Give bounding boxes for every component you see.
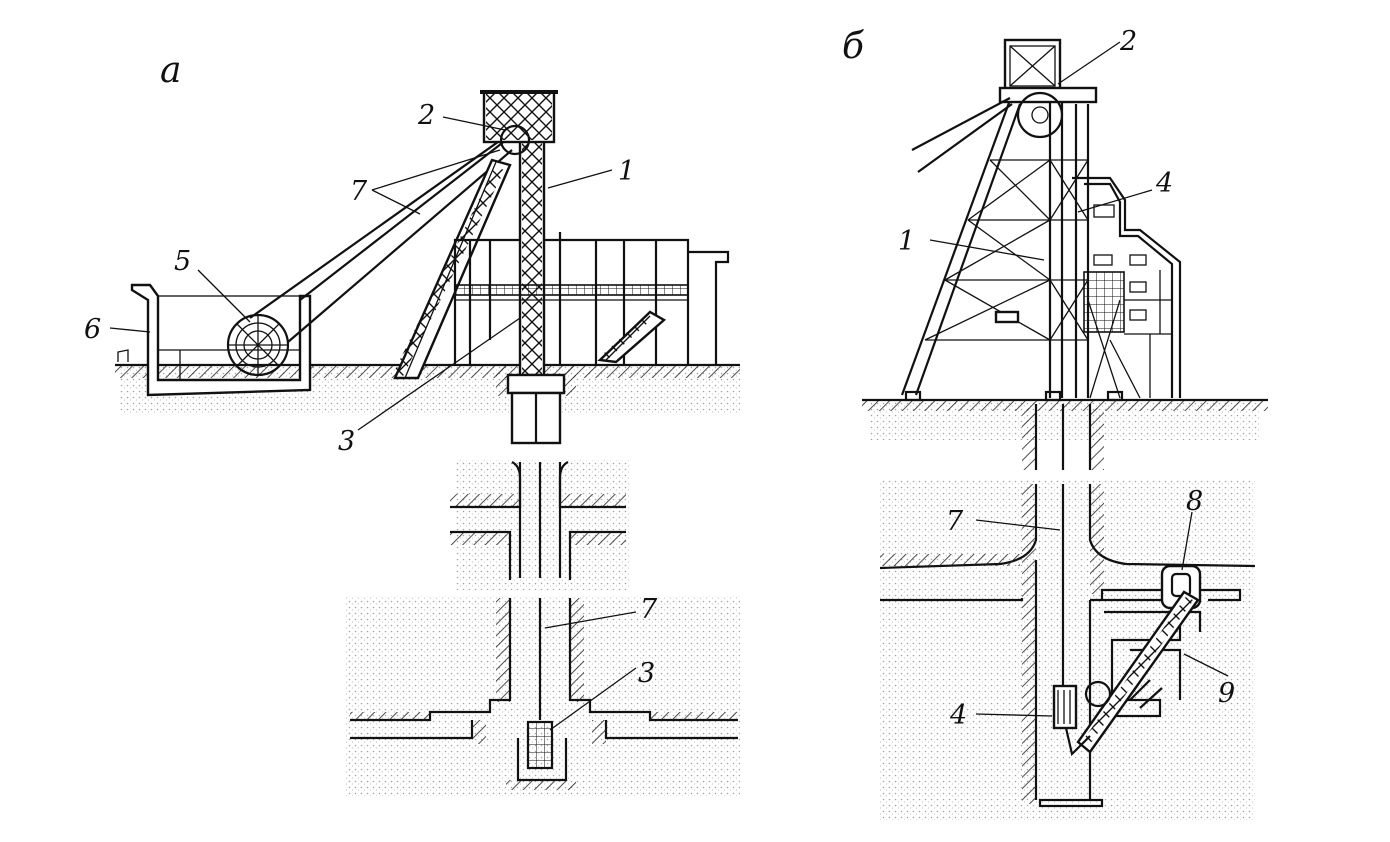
callout-4-b-bottom: 4 bbox=[949, 700, 967, 731]
callout-9-b: 9 bbox=[1218, 678, 1235, 709]
headframe-a bbox=[480, 90, 558, 377]
surface-building-a bbox=[453, 232, 730, 365]
callout-3-a-surface: 3 bbox=[338, 426, 355, 457]
winding-house bbox=[117, 283, 312, 397]
callout-7-a-surface: 7 bbox=[350, 176, 368, 207]
hoist-ropes-a bbox=[249, 131, 513, 343]
shaft-upper-b bbox=[1022, 404, 1104, 470]
callout-2-b: 2 bbox=[1119, 26, 1137, 57]
callout-2-a: 2 bbox=[417, 100, 435, 131]
panel-b: б 1 2 4 4 7 8 9 bbox=[842, 26, 1268, 820]
callout-1-b: 1 bbox=[898, 226, 915, 257]
hoist-ropes-b bbox=[911, 97, 1013, 173]
panel-letter-b: б bbox=[842, 26, 865, 67]
headframe-b bbox=[900, 38, 1141, 402]
panel-letter-a: а bbox=[160, 50, 181, 91]
surface-building-b bbox=[1072, 176, 1182, 398]
callout-8-b: 8 bbox=[1186, 486, 1203, 517]
inclined-strut-a bbox=[393, 158, 512, 380]
callout-5-a: 5 bbox=[174, 246, 191, 277]
callout-7-b: 7 bbox=[946, 506, 964, 537]
ground-surface-b bbox=[862, 398, 1268, 440]
leader-lines-a bbox=[109, 116, 637, 731]
callout-1-a: 1 bbox=[618, 156, 635, 187]
panel-a: а 1 2 3 3 5 6 7 7 bbox=[84, 50, 740, 796]
callout-6-a: 6 bbox=[84, 314, 101, 345]
hoist-drum-a bbox=[226, 313, 290, 377]
shaft-bottom-a bbox=[345, 596, 740, 796]
shaft-collar-a bbox=[496, 366, 576, 445]
leader-lines-b bbox=[929, 41, 1229, 717]
shaft-lower-b bbox=[879, 480, 1256, 820]
callout-4-b-tower: 4 bbox=[1155, 168, 1173, 199]
callout-7-a-shaft: 7 bbox=[640, 594, 658, 625]
shaft-level-crossing-a bbox=[450, 460, 630, 590]
callout-3-a-bottom: 3 bbox=[638, 658, 655, 689]
